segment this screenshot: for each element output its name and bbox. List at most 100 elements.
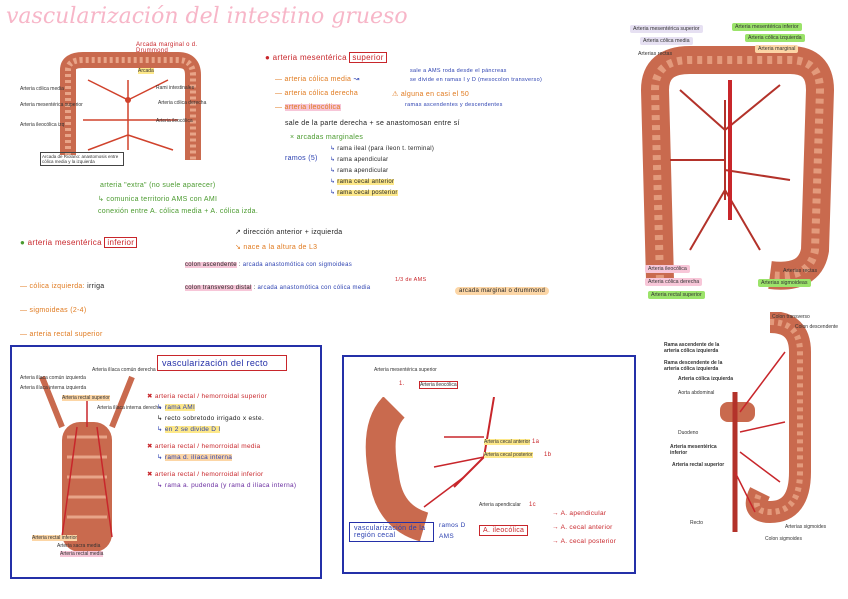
smi-nace: ↘ nace a la altura de L3	[235, 244, 318, 251]
cecal-num-1a: 1a	[532, 439, 540, 445]
recto-fig-label-2: Arteria ilíaca interna izquierda	[20, 385, 87, 391]
recto-item-inferior: ✖ arteria rectal / hemorroidal inferior	[147, 471, 264, 478]
fig-label-ileo-izq: Arteria ileocólica izq	[20, 122, 65, 128]
fig-label-sms: Arteria mesentérica superior	[20, 102, 83, 108]
fig-label-colica-media: Arteria cólica media	[20, 86, 64, 92]
recto-fig-label-4: Arteria ilíaca interna derecha	[97, 405, 161, 411]
cecal-branches: → A. apendicular → A. cecal anterior → A…	[552, 507, 616, 549]
colon-figure-right: Arteria mesentérica superior Arteria cól…	[620, 20, 845, 305]
rf-label-rectal-superior: Arteria rectal superior	[648, 291, 705, 299]
smi-colica-izquierda: — cólica izquierda: irriga	[20, 283, 105, 290]
rama-ileal: ↳ rama ileal (para íleon t. terminal)	[330, 146, 435, 152]
cecal-label-sms: Arteria mesentérica superior	[374, 367, 437, 373]
fig-label-colica-derecha: Arteria cólica derecha	[158, 100, 207, 106]
sms-note-2: se divide en ramas I y D (mesocolon tran…	[410, 77, 543, 83]
br-label-rama-asc: Rama ascendente de la arteria cólica izq…	[664, 342, 720, 354]
cecal-branch-posterior: → A. cecal posterior	[552, 538, 617, 545]
rama-apendicular-2: ↳ rama apendicular	[330, 168, 389, 174]
colon-figure-top-left: Arcada Rami intestinales Arteria cólica …	[20, 40, 213, 170]
sms-ramas-list: ↳ rama ileal (para íleon t. terminal) ↳ …	[330, 144, 434, 199]
br-label-rectal-sup: Arteria rectal superior	[672, 462, 725, 468]
sms-note-ramas: ramas ascendentes y descendentes	[405, 102, 503, 108]
arcada-riolano-note: Arcada de Riolano: anastomosis entre cól…	[40, 152, 124, 166]
cecal-ramos-d: ramos D	[439, 522, 466, 529]
recto-fig-label-6: Arteria sacra media	[57, 543, 101, 549]
colon-illustration-bottom	[720, 312, 811, 532]
fig-label-rami: Rami intestinales	[156, 85, 195, 91]
fig-label-arcada: Arcada	[138, 68, 154, 74]
rf-label-ileocolica: Arteria ileocólica	[645, 265, 690, 273]
br-label-rama-desc: Rama descendente de la arteria cólica iz…	[664, 360, 723, 372]
recto-superior-division: ↳ en 2 se divide D I	[157, 426, 221, 433]
smi-note-ams: 1/3 de AMS	[395, 277, 427, 283]
smi-sigmoideas: — sigmoideas (2-4)	[20, 307, 87, 314]
br-label-aorta: Aorta abdominal	[678, 390, 715, 396]
cecal-label-posterior: Arteria cecal posterior	[484, 452, 533, 458]
sms-item-colica-derecha: — arteria cólica derecha	[275, 90, 359, 97]
br-label-transverso: Colon transverso	[772, 314, 810, 320]
conexion-colicas: conexión entre A. cólica media + A. cóli…	[98, 208, 259, 215]
sms-item-ileocolica: — arteria ileocólica	[275, 104, 341, 111]
comunica-territorio: ↳ comunica territorio AMS con AMI	[98, 196, 218, 203]
rf-label-colica-izquierda: Arteria cólica izquierda	[745, 34, 805, 42]
rf-label-colica-media: Arteria cólica media	[640, 37, 693, 45]
recto-items: ✖ arteria rectal / hemorroidal superior …	[147, 391, 315, 491]
cecal-ams: AMS	[439, 533, 454, 540]
br-label-colon-sigmoides: Colon sigmoides	[765, 536, 802, 542]
arcada-marginal-label: Arcada marginal o d. Drummond	[136, 42, 198, 54]
cecal-num-1c: 1c	[529, 502, 536, 508]
recto-item-superior: ✖ arteria rectal / hemorroidal superior	[147, 393, 268, 400]
rf-label-colica-derecha: Arteria cólica derecha	[645, 278, 703, 286]
sms-arcadas: × arcadas marginales	[290, 134, 364, 141]
smi-direccion: ↗ dirección anterior + izquierda	[235, 229, 343, 236]
br-label-recto: Recto	[690, 520, 704, 526]
cecal-ileocolica-box: A. ileocólica	[479, 525, 529, 536]
recto-fig-label-5: Arteria rectal inferior	[32, 535, 78, 541]
rf-label-sigmoideas: Arterias sigmoideas	[758, 279, 811, 287]
recto-item-media: ✖ arteria rectal / hemorroidal media	[147, 443, 261, 450]
arteria-extra: arteria "extra" (no suele aparecer)	[100, 182, 216, 189]
recto-fig-label-0: Arteria ilíaca común izquierda	[20, 375, 86, 381]
rf-label-sms: Arteria mesentérica superior	[630, 25, 703, 33]
cecal-num-1: 1.	[399, 381, 405, 387]
sms-item-colica-media: — arteria cólica media ↝	[275, 76, 360, 83]
recto-superior-rama: ↳ rama AMI	[157, 404, 196, 411]
cecal-caption: vascularización de la región cecal	[349, 522, 434, 542]
recto-title: vascularización del recto	[157, 355, 287, 371]
recto-panel: Arteria ilíaca común izquierda Arteria i…	[10, 345, 322, 579]
recto-fig-label-1: Arteria ilíaca común derecha	[92, 367, 156, 373]
sms-sale-de: sale de la parte derecha + se anastomosa…	[285, 120, 460, 127]
recto-inferior-rama: ↳ rama a. pudenda (y rama d ilíaca inter…	[157, 482, 297, 489]
rf-label-arterias-rectas: Arterias rectas	[638, 51, 673, 57]
smi-branches: — cólica izquierda: irriga — sigmoideas …	[20, 275, 104, 347]
cecal-label-ileocolica: Arteria ileocólica	[419, 381, 458, 389]
colon-figure-bottom-right: Colon transverso Colon descendente Rama …	[660, 312, 845, 552]
rama-cecal-anterior: ↳ rama cecal anterior	[330, 179, 395, 185]
region-cecal-panel: Arteria mesentérica superior 1. Arteria …	[342, 355, 636, 574]
page-title: vascularización del intestino grueso	[6, 4, 408, 29]
colon-illustration-right	[640, 46, 835, 290]
rf-label-marginal: Arteria marginal	[755, 45, 799, 53]
cecal-branch-apendicular: → A. apendicular	[552, 510, 607, 517]
colon-illustration	[60, 52, 201, 160]
smi-rectal-superior: — arteria rectal superior	[20, 331, 103, 338]
recto-media-rama: ↳ rama d. ilíaca interna	[157, 454, 233, 461]
rama-apendicular-1: ↳ rama apendicular	[330, 157, 389, 163]
cecal-label-apendicular: Arteria apendicular	[479, 502, 521, 508]
smi-colon-trans: colon transverso distal : arcada anastom…	[185, 285, 371, 291]
recto-illustration	[39, 375, 135, 552]
rf-label-rectas-2: Arterias rectas	[783, 268, 818, 274]
smi-colon-asc: colon ascendente : arcada anastomótica c…	[185, 262, 353, 268]
br-label-smi: Arteria mesentérica inferior	[670, 444, 717, 456]
smi-heading: ● arteria mesentérica inferior	[20, 237, 138, 248]
recto-fig-label-7: Arteria rectal media	[60, 551, 104, 557]
cecal-label-anterior: Arteria cecal anterior	[484, 439, 531, 445]
br-label-descendente: Colon descendente	[795, 324, 839, 330]
br-label-duodeno: Duodeno	[678, 430, 699, 436]
br-label-sigmoides: Arterias sigmoides	[785, 524, 827, 530]
fig-label-ileocolica: Arteria ileocólica	[156, 118, 193, 124]
rama-cecal-posterior: ↳ rama cecal posterior	[330, 190, 398, 196]
cecal-num-1b: 1b	[544, 452, 552, 458]
rf-label-smi: Arteria mesentérica inferior	[732, 23, 802, 31]
recto-superior-nota: ↳ recto sobretodo irrigado x este.	[157, 415, 265, 422]
